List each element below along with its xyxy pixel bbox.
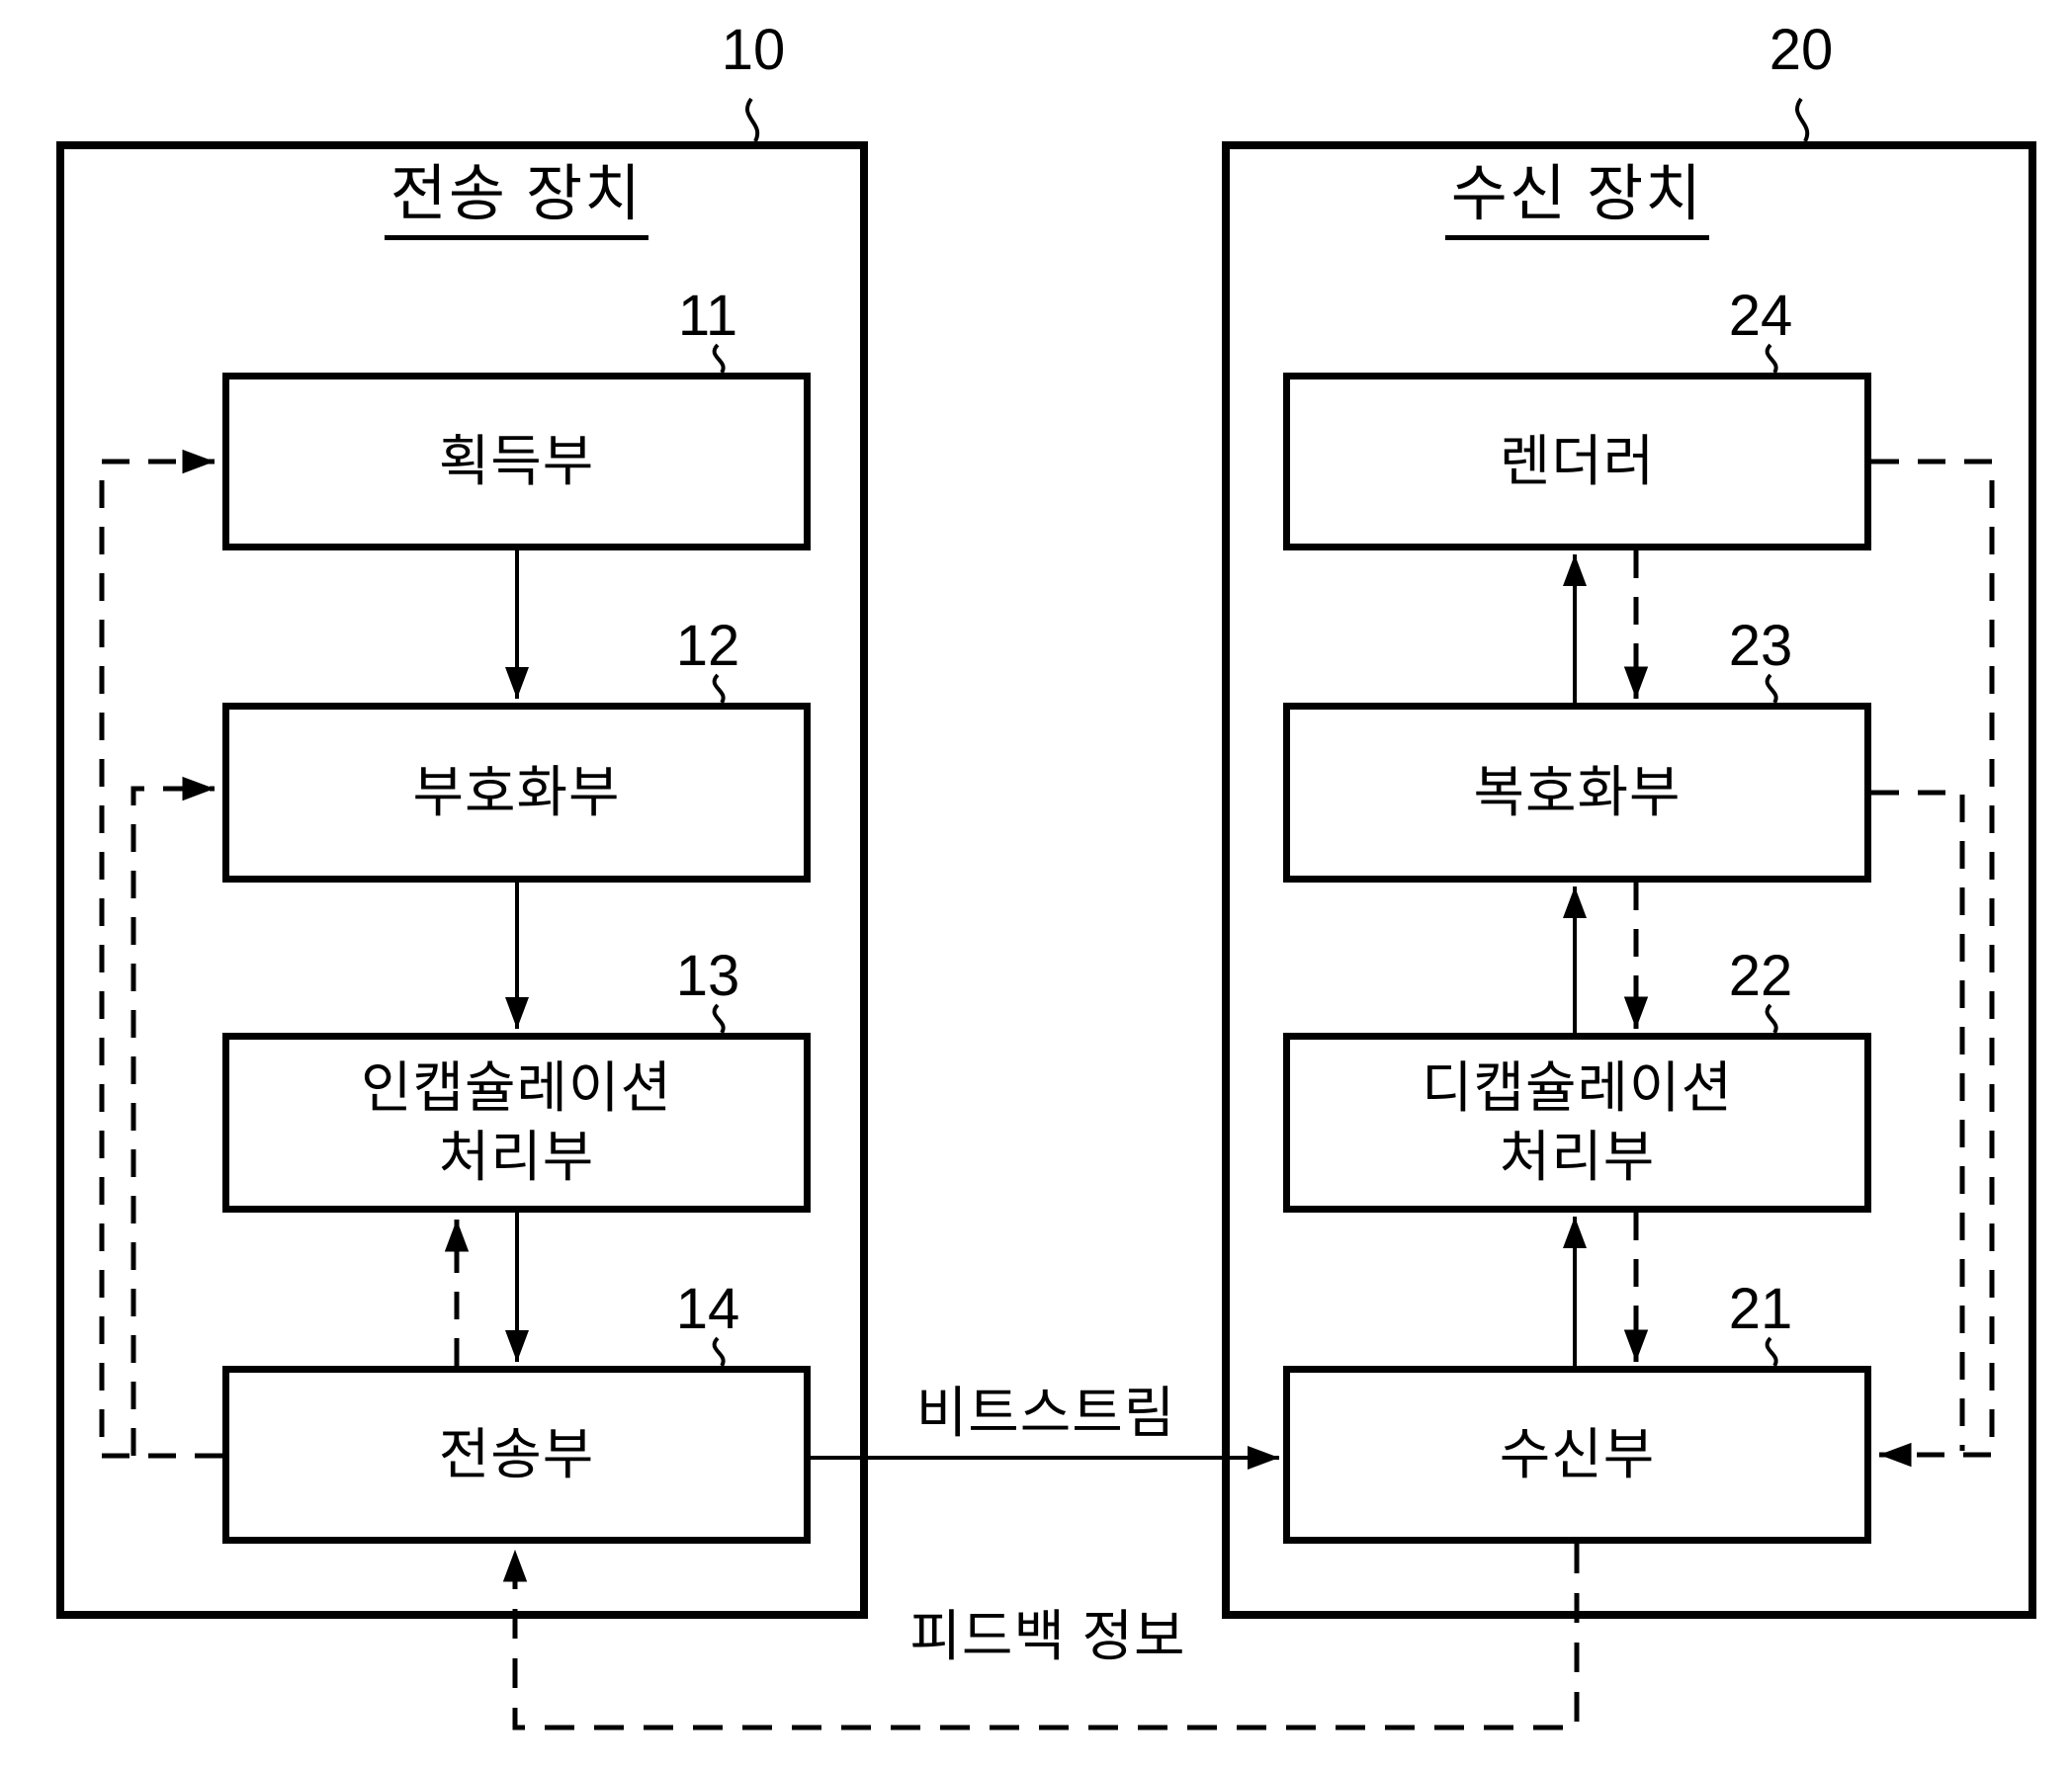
block-decapsulation-unit: 디캡슐레이션 처리부: [1283, 1033, 1871, 1213]
block-encoder-unit: 부호화부: [222, 703, 811, 883]
block-receiver-unit: 수신부: [1283, 1366, 1871, 1544]
receiver-device-frame: [1222, 141, 2036, 1619]
ref-number-acquisition: 11: [677, 284, 738, 348]
ref-number-encapsulation: 13: [675, 944, 740, 1008]
receiver-device-title: 수신 장치: [1283, 164, 1871, 240]
bitstream-edge-label: 비트스트림: [915, 1382, 1176, 1444]
feedback-info-edge-label: 피드백 정보: [909, 1605, 1186, 1667]
transmitter-title-text: 전송 장치: [384, 164, 649, 240]
transmitter-device-frame: [56, 141, 868, 1619]
transmitter-device-title: 전송 장치: [222, 164, 811, 240]
receiver-title-text: 수신 장치: [1444, 164, 1710, 240]
block-acquisition-unit: 획득부: [222, 373, 811, 550]
ref-connector-10: [745, 97, 760, 142]
block-decoder-unit: 복호화부: [1283, 703, 1871, 883]
block-transmitter-unit: 전송부: [222, 1366, 811, 1544]
ref-number-decapsulation: 22: [1728, 944, 1793, 1008]
ref-connector-20: [1795, 97, 1810, 142]
ref-number-transmitter-unit: 14: [675, 1277, 740, 1341]
ref-number-transmitter: 10: [721, 18, 786, 82]
ref-number-decoder: 23: [1728, 614, 1793, 678]
ref-number-receiver: 20: [1769, 18, 1834, 82]
block-encapsulation-unit: 인캡슐레이션 처리부: [222, 1033, 811, 1213]
ref-number-renderer: 24: [1728, 284, 1793, 348]
block-renderer: 렌더러: [1283, 373, 1871, 550]
ref-number-receiver-unit: 21: [1728, 1277, 1793, 1341]
ref-number-encoder: 12: [675, 614, 740, 678]
